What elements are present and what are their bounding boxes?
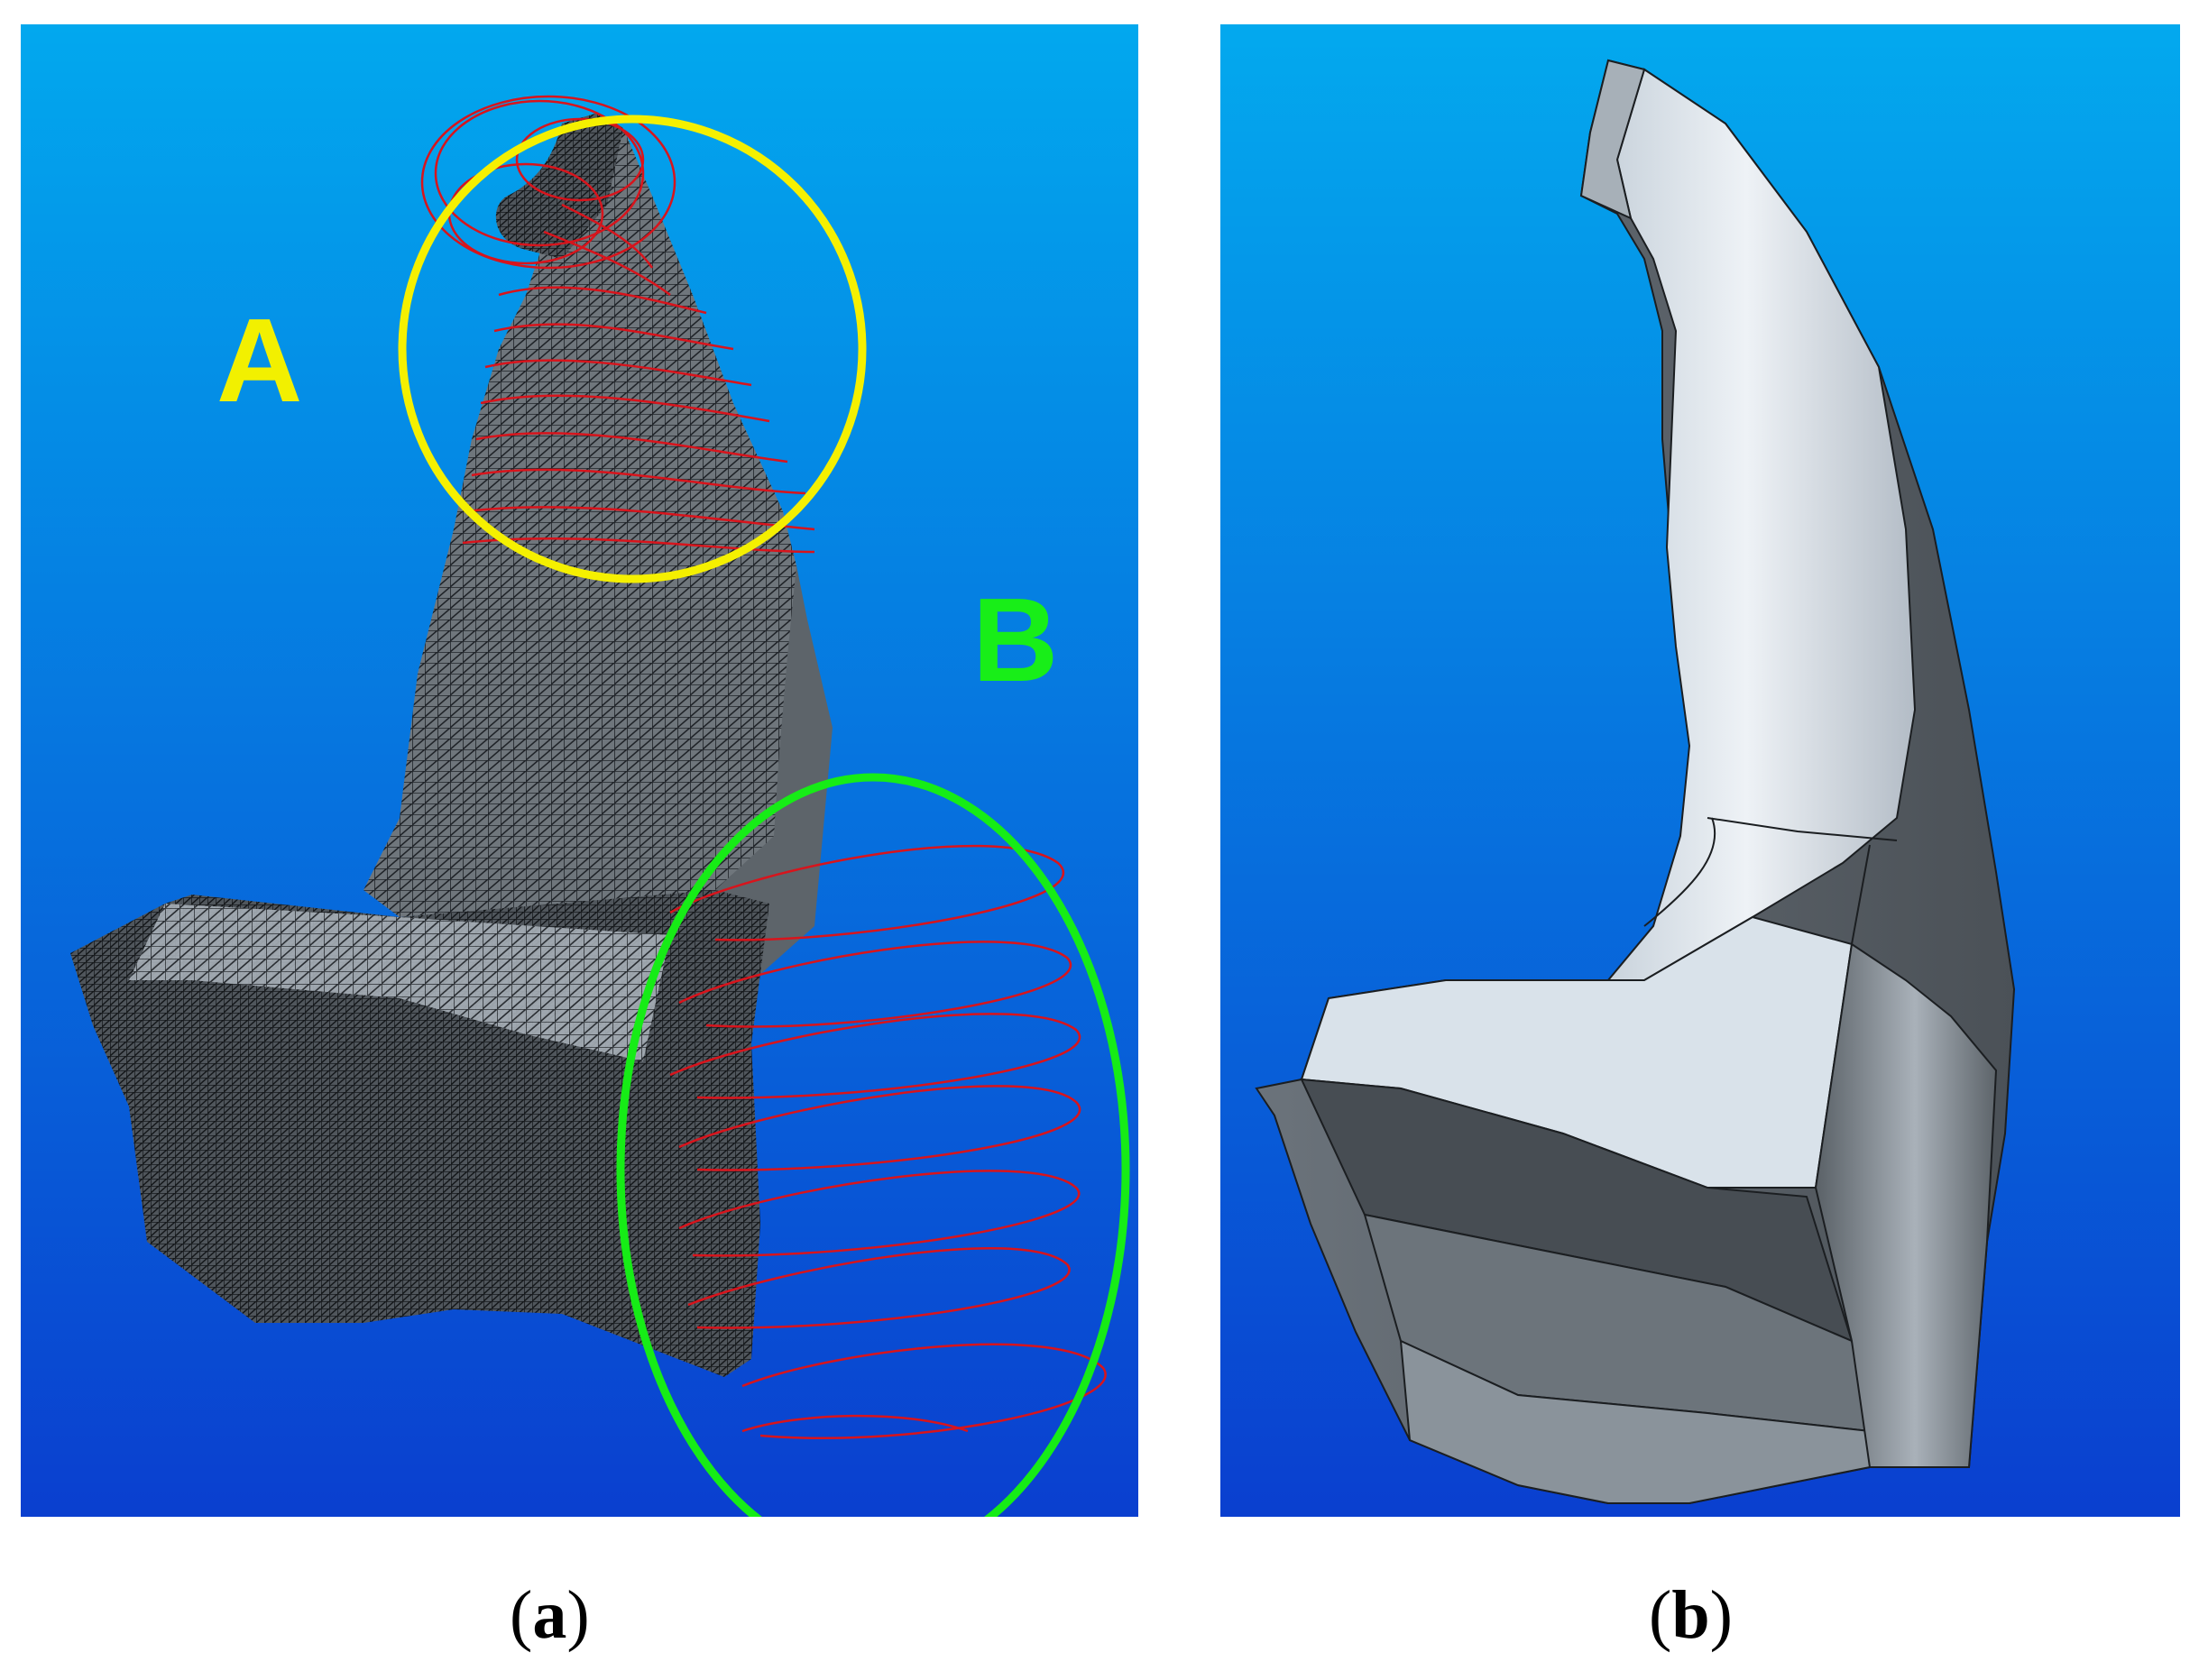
panel-b-surface-view [1220, 24, 2180, 1517]
highlight-ellipse-b [616, 773, 1130, 1517]
caption-a-letter: a [532, 1577, 567, 1653]
surface-facet-band-3 [1399, 1339, 1871, 1504]
surface-seam-lines [1643, 817, 1898, 945]
contour-curves-a [420, 95, 815, 554]
surface-inner-face [1606, 68, 1917, 981]
mesh-view-canvas: A B [21, 24, 1138, 1517]
caption-a-close: ) [566, 1577, 590, 1653]
surface-top-rim [1579, 59, 1646, 220]
highlight-circle-a [398, 115, 867, 583]
contour-curves-b [669, 844, 1107, 1439]
caption-b-open: ( [1649, 1577, 1672, 1653]
surface-right-lobe [1814, 942, 1998, 1468]
surface-view-canvas [1220, 24, 2180, 1517]
caption-b-letter: b [1671, 1577, 1710, 1653]
caption-a: (a) [510, 1576, 590, 1655]
panel-a-mesh-view: A B [21, 24, 1138, 1517]
caption-b-close: ) [1709, 1577, 1733, 1653]
mesh-tip [495, 113, 623, 259]
mesh-upper-neck [363, 113, 796, 917]
caption-b: (b) [1649, 1576, 1733, 1655]
region-label-a: A [216, 294, 302, 427]
mesh-lower-top-face [129, 904, 670, 1061]
caption-a-open: ( [510, 1577, 533, 1653]
region-label-b: B [972, 574, 1058, 706]
